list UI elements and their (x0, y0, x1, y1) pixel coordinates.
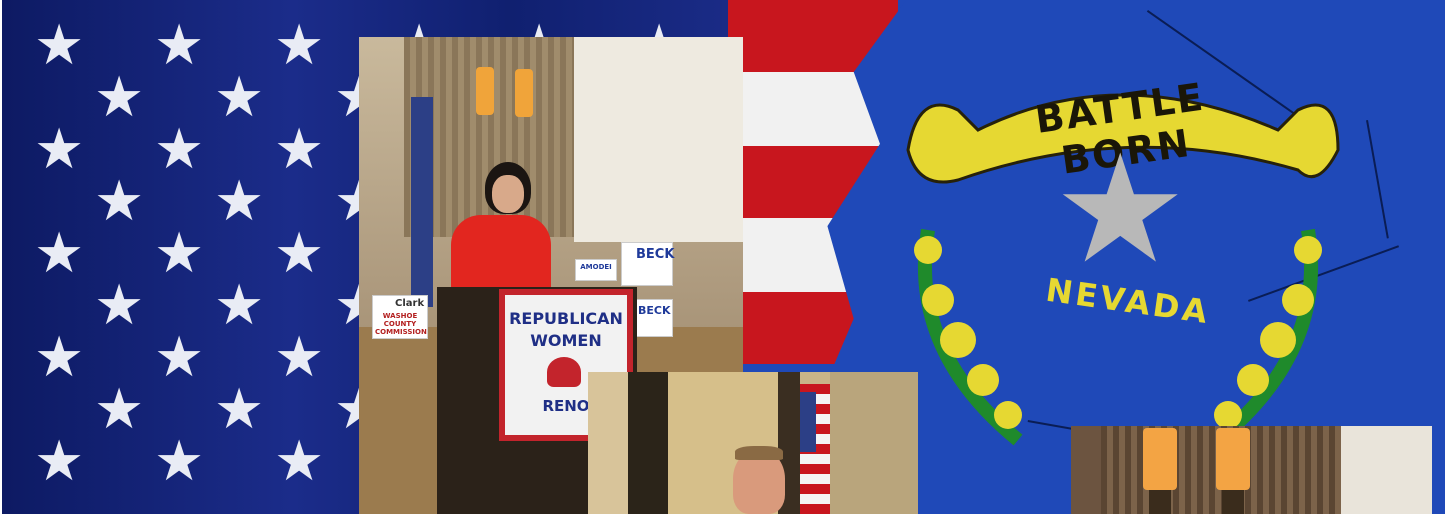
us-flag-star-icon: ★ (34, 13, 85, 78)
us-flag-star-icon: ★ (274, 429, 325, 494)
photo-speaker-with-flag (588, 372, 918, 514)
us-flag-star-icon: ★ (94, 65, 145, 130)
us-flag-star-icon: ★ (214, 65, 265, 130)
us-flag-star-icon: ★ (154, 117, 205, 182)
us-flag-star-icon: ★ (94, 377, 145, 442)
washoe-sign-label: WASHOE COUNTY COMMISSION (375, 312, 427, 336)
us-flag-star-icon: ★ (274, 221, 325, 286)
podium-sign-line1: REPUBLICAN (509, 309, 623, 328)
elephant-logo-icon (547, 357, 581, 387)
us-flag-star-icon: ★ (214, 169, 265, 234)
speaker-face (733, 450, 785, 514)
nevada-star-icon: ★ (1053, 123, 1188, 297)
us-flag-star-icon: ★ (154, 13, 205, 78)
us-flag-star-icon: ★ (274, 13, 325, 78)
us-flag-star-icon: ★ (274, 117, 325, 182)
us-flag-star-icon: ★ (274, 325, 325, 390)
us-flag-star-icon: ★ (94, 169, 145, 234)
us-flag-star-icon: ★ (154, 325, 205, 390)
us-flag-star-icon: ★ (34, 429, 85, 494)
us-flag-star-icon: ★ (34, 325, 85, 390)
us-flag-star-icon: ★ (94, 273, 145, 338)
sagebrush-wreath-icon (914, 228, 1322, 446)
clark-sign-label: Clark (395, 298, 425, 309)
photo-event-room (1071, 426, 1432, 514)
us-flag-star-icon: ★ (154, 429, 205, 494)
podium-sign-line3: RENO (542, 397, 590, 415)
us-flag-star-icon: ★ (34, 221, 85, 286)
battle-born-ribbon (906, 93, 1340, 184)
us-flag-star-icon: ★ (34, 117, 85, 182)
podium-sign-line2: WOMEN (530, 331, 602, 350)
amodei-sign-label: AMODEI (580, 263, 612, 271)
beck-sign-label: BECK (636, 247, 675, 262)
us-flag-star-icon: ★ (154, 221, 205, 286)
us-flag-star-icon: ★ (214, 273, 265, 338)
us-flag-star-icon: ★ (214, 377, 265, 442)
beck-sign-label-2: BECK (638, 304, 671, 317)
